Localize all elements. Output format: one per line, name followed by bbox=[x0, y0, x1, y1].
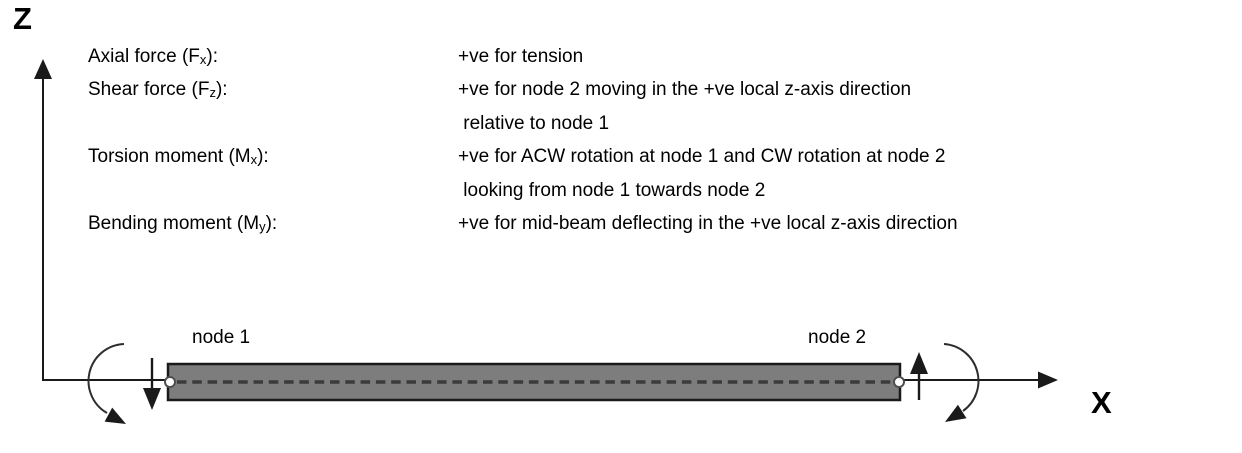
x-axis-label: X bbox=[1091, 385, 1112, 420]
shear-arrow-node1-head-icon bbox=[143, 388, 161, 410]
term-text: ): bbox=[257, 146, 269, 168]
term-text: Shear force (F bbox=[88, 79, 210, 101]
node2-circle bbox=[893, 376, 905, 388]
z-axis-label: Z bbox=[13, 1, 32, 36]
moment-arc-node2 bbox=[943, 343, 980, 422]
convention-descriptions-column: +ve for tension +ve for node 2 moving in… bbox=[458, 40, 1238, 240]
term-text: Bending moment (M bbox=[88, 212, 260, 234]
convention-term-bending: Bending moment (My): bbox=[88, 207, 448, 240]
node1-label: node 1 bbox=[192, 327, 251, 348]
convention-desc-torsion-cont: looking from node 1 towards node 2 bbox=[458, 179, 766, 201]
moment-arc-node2-curve bbox=[943, 343, 980, 412]
convention-desc-bending: +ve for mid-beam deflecting in the +ve l… bbox=[458, 212, 958, 234]
convention-term-torsion: Torsion moment (Mx): bbox=[88, 140, 448, 173]
term-text: Axial force (F bbox=[88, 46, 200, 67]
convention-terms-column: Axial force (Fx): Shear force (Fz): Tors… bbox=[88, 40, 448, 240]
x-axis-arrowhead-icon bbox=[1038, 371, 1058, 389]
node2-label: node 2 bbox=[808, 327, 867, 348]
z-axis-arrowhead-icon bbox=[34, 59, 52, 79]
term-subscript: x bbox=[199, 52, 207, 67]
convention-desc-torsion: +ve for ACW rotation at node 1 and CW ro… bbox=[458, 146, 946, 168]
term-text: Torsion moment (M bbox=[88, 146, 251, 168]
term-text: ): bbox=[206, 46, 219, 67]
term-text: ): bbox=[215, 79, 228, 101]
convention-term-shear: Shear force (Fz): bbox=[88, 73, 448, 106]
convention-desc-shear-cont: relative to node 1 bbox=[458, 112, 610, 134]
moment-arc-node1 bbox=[87, 343, 126, 424]
term-text: ): bbox=[265, 212, 278, 234]
term-subscript: y bbox=[259, 218, 266, 234]
term-subscript: z bbox=[209, 85, 216, 101]
convention-desc-shear: +ve for node 2 moving in the +ve local z… bbox=[458, 79, 912, 101]
moment-arc-node2-arrowhead-icon bbox=[945, 404, 967, 422]
convention-term-axial: Axial force (Fx): bbox=[88, 40, 448, 73]
shear-arrow-node2-head-icon bbox=[910, 352, 928, 374]
moment-arc-node1-arrowhead-icon bbox=[104, 407, 126, 424]
shear-arrow-node2 bbox=[910, 352, 928, 400]
node1-circle bbox=[164, 376, 176, 388]
term-subscript: x bbox=[250, 152, 258, 168]
shear-arrow-node1 bbox=[143, 358, 161, 410]
moment-arc-node1-curve bbox=[87, 343, 125, 414]
convention-desc-axial: +ve for tension bbox=[458, 46, 584, 67]
